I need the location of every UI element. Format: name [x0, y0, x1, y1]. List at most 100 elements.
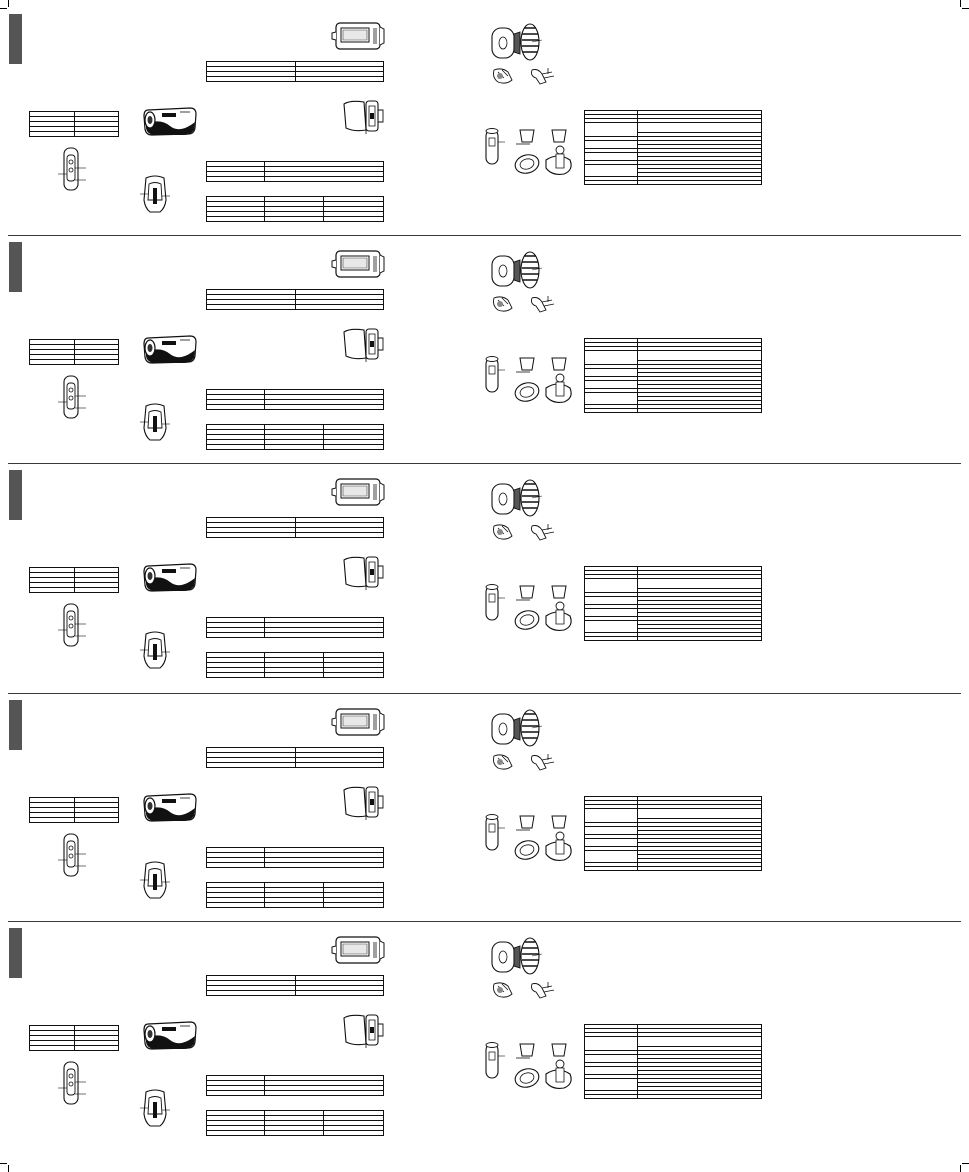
ball-head-icon: [540, 582, 576, 634]
handlebar-clamp-icon: [528, 522, 556, 542]
bicycle-mount-icon: [490, 522, 516, 542]
manual-page-panel-4: [0, 694, 969, 922]
strap-mount-icon: [512, 126, 546, 178]
remote-control-icon: [56, 832, 90, 880]
ball-head-icon: [540, 126, 576, 178]
manual-page-panel-2: [0, 236, 969, 464]
section-tab: [9, 928, 22, 978]
panel-divider: [8, 463, 961, 464]
left-small-table: [29, 111, 119, 137]
clip-mount-icon: [138, 402, 172, 444]
tripod-adapter-icon: [482, 126, 506, 168]
crop-mark-bottom-left-h: [0, 1163, 7, 1164]
tripod-adapter-icon: [482, 1040, 506, 1082]
remote-control-icon: [56, 602, 90, 650]
camera-side-view-icon: [340, 552, 388, 592]
suction-cup-mount-icon: [488, 934, 544, 978]
camera-side-view-icon: [340, 782, 388, 822]
tripod-adapter-icon: [482, 354, 506, 396]
bicycle-mount-icon: [490, 294, 516, 314]
middle-bottom-table: [205, 196, 385, 222]
manual-page-panel-1: [0, 8, 969, 236]
middle-mid-table: [205, 161, 384, 182]
action-camera-icon: [140, 1018, 198, 1052]
remote-control-icon: [56, 146, 90, 194]
middle-top-table: [206, 289, 384, 310]
clip-mount-icon: [138, 630, 172, 672]
panel-divider: [8, 693, 961, 694]
manual-page-panel-3: [0, 464, 969, 692]
strap-mount-icon: [512, 812, 546, 864]
clip-mount-icon: [138, 1088, 172, 1130]
action-camera-icon: [140, 104, 198, 138]
middle-bottom-table: [205, 882, 385, 908]
suction-cup-mount-icon: [488, 476, 544, 520]
crop-mark-top-left-h: [0, 8, 7, 9]
camera-housing-lcd-icon: [330, 706, 386, 738]
specification-table: [583, 796, 762, 871]
remote-control-icon: [56, 1060, 90, 1108]
ball-head-icon: [540, 812, 576, 864]
tripod-adapter-icon: [482, 582, 506, 624]
specification-table: [583, 338, 762, 413]
middle-mid-table: [205, 847, 384, 868]
left-small-table: [29, 339, 119, 365]
suction-cup-mount-icon: [488, 706, 544, 750]
panel-divider: [8, 921, 961, 922]
strap-mount-icon: [512, 354, 546, 406]
handlebar-clamp-icon: [528, 66, 556, 86]
camera-housing-lcd-icon: [330, 20, 386, 52]
camera-housing-lcd-icon: [330, 248, 386, 280]
panel-divider: [8, 235, 961, 236]
middle-mid-table: [205, 617, 384, 638]
crop-mark-top-left-v: [8, 0, 9, 7]
middle-bottom-table: [205, 1110, 385, 1136]
middle-top-table: [206, 747, 384, 768]
manual-page-panel-5: [0, 922, 969, 1150]
tripod-adapter-icon: [482, 812, 506, 854]
middle-top-table: [206, 975, 384, 996]
crop-mark-bottom-left-v: [8, 1165, 9, 1172]
action-camera-icon: [140, 332, 198, 366]
left-small-table: [29, 797, 119, 823]
remote-control-icon: [56, 374, 90, 422]
section-tab: [9, 470, 22, 520]
specification-table: [583, 566, 762, 641]
bicycle-mount-icon: [490, 980, 516, 1000]
middle-bottom-table: [205, 652, 385, 678]
action-camera-icon: [140, 560, 198, 594]
bicycle-mount-icon: [490, 752, 516, 772]
specification-table: [583, 110, 762, 185]
camera-housing-lcd-icon: [330, 476, 386, 508]
strap-mount-icon: [512, 1040, 546, 1092]
middle-bottom-table: [205, 424, 385, 450]
left-small-table: [29, 567, 119, 593]
handlebar-clamp-icon: [528, 980, 556, 1000]
section-tab: [9, 242, 22, 292]
bicycle-mount-icon: [490, 66, 516, 86]
camera-side-view-icon: [340, 1010, 388, 1050]
left-small-table: [29, 1025, 119, 1051]
handlebar-clamp-icon: [528, 294, 556, 314]
camera-housing-lcd-icon: [330, 934, 386, 966]
middle-mid-table: [205, 1075, 384, 1096]
action-camera-icon: [140, 790, 198, 824]
ball-head-icon: [540, 1040, 576, 1092]
clip-mount-icon: [138, 174, 172, 216]
suction-cup-mount-icon: [488, 248, 544, 292]
strap-mount-icon: [512, 582, 546, 634]
middle-top-table: [206, 517, 384, 538]
specification-table: [583, 1024, 762, 1099]
camera-side-view-icon: [340, 96, 388, 136]
suction-cup-mount-icon: [488, 20, 544, 64]
ball-head-icon: [540, 354, 576, 406]
camera-side-view-icon: [340, 324, 388, 364]
section-tab: [9, 14, 22, 64]
clip-mount-icon: [138, 860, 172, 902]
crop-mark-top-right-h: [962, 8, 969, 9]
crop-mark-bottom-right-h: [962, 1163, 969, 1164]
middle-top-table: [206, 61, 384, 82]
middle-mid-table: [205, 389, 384, 410]
crop-mark-bottom-right-v: [960, 1165, 961, 1172]
